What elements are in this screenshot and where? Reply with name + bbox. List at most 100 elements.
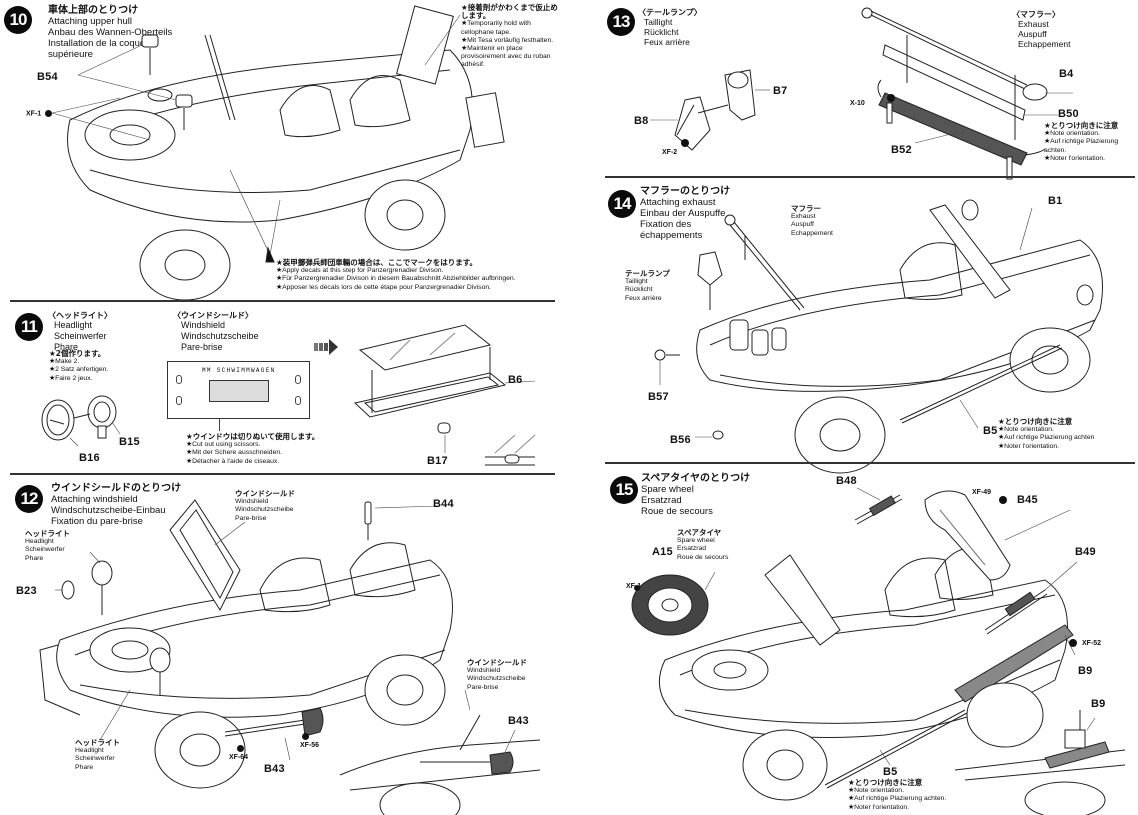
caption-en: Taillight xyxy=(644,17,673,27)
step-14-title-en: Attaching exhaust xyxy=(640,197,716,208)
label-de: Windschutzscheibe xyxy=(467,675,526,683)
paint-dot-icon xyxy=(237,745,244,752)
note-en: ★Make 2. xyxy=(49,358,80,366)
section-divider xyxy=(10,473,555,475)
step-number-10: 10 xyxy=(4,6,32,34)
part-label-b15: B15 xyxy=(119,436,140,448)
sheet-slot xyxy=(176,396,182,405)
label-de: Scheinwerfer xyxy=(25,546,65,554)
paint-label-xf-64: XF-64 xyxy=(229,745,248,761)
note-jp: ★とりつけ向きに注意 xyxy=(998,417,1073,426)
note-de: ★2 Satz anfertigen. xyxy=(49,366,109,374)
step-12-title-fr: Fixation du pare-brise xyxy=(51,516,143,527)
step-10-title: 車体上部のとりつけ Attaching upper hull Anbau des… xyxy=(48,5,172,60)
step-10-title-de: Anbau des Wannen-Oberteils xyxy=(48,27,173,38)
part-label-b48: B48 xyxy=(836,475,857,487)
part-label-b49: B49 xyxy=(1075,546,1096,558)
label-de: Ersatzrad xyxy=(677,545,707,553)
paint-label-xf-1: XF-1 xyxy=(626,583,642,590)
caption-de: Windschutzscheibe xyxy=(181,331,259,341)
label-fr: Echappement xyxy=(791,229,833,237)
step-12-title-jp: ウインドシールドのとりつけ xyxy=(51,483,182,494)
section-divider xyxy=(10,300,555,302)
windshield-label-inset: ウインドシールド Windshield Windschutzscheibe Pa… xyxy=(467,658,527,692)
label-jp: ヘッドライト xyxy=(75,738,120,747)
step-15-title-fr: Roue de secours xyxy=(641,506,713,517)
part-label-a15: A15 xyxy=(652,546,673,558)
windshield-note: ★ウインドウは切りぬいて使用します。 ★Cut out using scisso… xyxy=(186,432,320,466)
note-de: ★Mit Tesa vorläufig festhalten. xyxy=(461,36,554,44)
step-10-tape-note: ★接着剤がかわくまで仮止めします。 ★Temporarily hold with… xyxy=(461,3,561,70)
paint-dot-icon xyxy=(302,733,309,740)
part-label-b50: B50 xyxy=(1058,108,1079,120)
label-de: Rücklicht xyxy=(625,286,653,294)
note-de: ★Auf richtige Plazierung achten. xyxy=(1044,138,1119,154)
caption-jp: 〈マフラー〉 xyxy=(1012,10,1060,19)
label-jp: ウインドシールド xyxy=(467,658,527,667)
label-en: Spare wheel xyxy=(677,537,715,545)
label-fr: Pare-brise xyxy=(235,514,267,522)
paint-dot-icon xyxy=(45,110,53,117)
taillight-caption: 〈テールランプ〉 Taillight Rücklicht Feux arrièr… xyxy=(638,8,702,47)
step-12-title-en: Attaching windshield xyxy=(51,494,138,505)
caption-jp: 〈ヘッドライト〉 xyxy=(48,311,112,320)
note-fr: ★Apposer les décals lors de cette étape … xyxy=(276,283,492,291)
part-label-b8: B8 xyxy=(634,115,649,127)
paint-code: XF-64 xyxy=(229,754,249,761)
part-label-b54: B54 xyxy=(37,71,58,83)
step-number-11: 11 xyxy=(15,313,43,341)
caption-jp: 〈ウインドシールド〉 xyxy=(173,311,253,320)
part-label-b52: B52 xyxy=(891,144,912,156)
caption-de: Scheinwerfer xyxy=(54,331,107,341)
caption-en: Headlight xyxy=(54,320,93,330)
part-label-b16: B16 xyxy=(79,452,100,464)
step-10-title-fr: Installation de la coque supérieure xyxy=(48,38,146,60)
part-label-b43-inset: B43 xyxy=(508,715,529,727)
label-jp: スペアタイヤ xyxy=(677,528,722,537)
step-10-title-en: Attaching upper hull xyxy=(48,16,132,27)
windshield-sheet: MM SCHWIMMWAGEN xyxy=(167,361,310,419)
sheet-slot xyxy=(295,396,301,405)
step-14-title-jp: マフラーのとりつけ xyxy=(640,186,731,197)
part-label-b1: B1 xyxy=(1048,195,1063,207)
exhaust-orientation-note: ★とりつけ向きに注意 ★Note orientation. ★Auf richt… xyxy=(1044,121,1134,163)
headlight-label: ヘッドライト Headlight Scheinwerfer Phare xyxy=(25,529,70,563)
part-label-b45: B45 xyxy=(1017,494,1038,506)
note-de: ★Mit der Schere ausschneiden. xyxy=(186,449,283,457)
note-jp: ★接着剤がかわくまで仮止めします。 xyxy=(461,3,558,21)
label-fr: Phare xyxy=(75,763,94,771)
step-14-title-fr: Fixation des échappements xyxy=(640,219,703,241)
exhaust-drawing xyxy=(855,5,1085,180)
note-jp: ★装甲擲弾兵師団車輛の場合は、ここでマークをはります。 xyxy=(276,258,477,267)
label-de: Scheinwerfer xyxy=(75,755,115,763)
label-fr: Roue de secours xyxy=(677,553,729,561)
note-en: ★Note orientation. xyxy=(998,426,1054,434)
note-jp: ★とりつけ向きに注意 xyxy=(1044,121,1119,130)
label-jp: マフラー xyxy=(791,204,821,213)
step-10-decal-note: ★装甲擲弾兵師団車輛の場合は、ここでマークをはります。 ★Apply decal… xyxy=(276,258,556,292)
paint-code: XF-56 xyxy=(300,742,320,749)
note-fr: ★Maintenir en place provisoirement avec … xyxy=(461,45,551,69)
paint-label-xf-1: XF-1 xyxy=(26,110,53,117)
part-label-b7: B7 xyxy=(773,85,788,97)
note-jp: ★ウインドウは切りぬいて使用します。 xyxy=(186,432,320,441)
exhaust-attach-drawing xyxy=(640,200,1135,450)
windshield-sheet-label: MM SCHWIMMWAGEN xyxy=(202,367,276,374)
note-de: ★Auf richtige Plazierung achten xyxy=(998,434,1095,442)
part-label-b9-inset: B9 xyxy=(1091,698,1106,710)
label-de: Windschutzscheibe xyxy=(235,506,294,514)
note-de: ★Für Panzergrenadier Divison in diesem B… xyxy=(276,275,516,283)
label-en: Windshield xyxy=(235,498,269,506)
caption-en: Exhaust xyxy=(1018,19,1049,29)
label-en: Taillight xyxy=(625,278,648,286)
step-12-title-de: Windschutzscheibe-Einbau xyxy=(51,505,166,516)
taillight-label: テールランプ Taillight Rücklicht Feux arrière xyxy=(625,269,670,303)
step-15-title: スペアタイヤのとりつけ Spare wheel Ersatzrad Roue d… xyxy=(641,473,750,517)
headlight-drawing xyxy=(40,390,150,450)
sheet-slot xyxy=(176,375,182,384)
spare-wheel-drawing xyxy=(625,480,1135,810)
windshield-window-cutout xyxy=(209,380,269,402)
note-fr: ★Noter l'orientation. xyxy=(848,803,910,811)
windshield-caption: 〈ウインドシールド〉 Windshield Windschutzscheibe … xyxy=(173,311,259,353)
label-jp: テールランプ xyxy=(625,269,670,278)
